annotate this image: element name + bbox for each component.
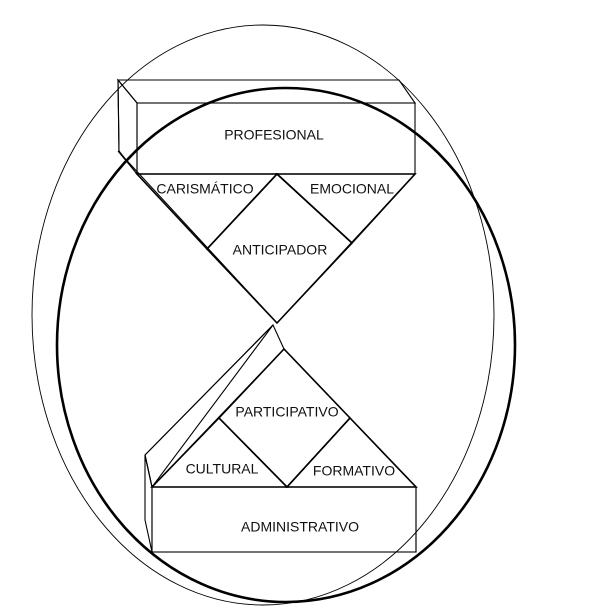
- label-participativo: PARTICIPATIVO: [235, 404, 338, 420]
- label-carismatico: CARISMÁTICO: [156, 181, 253, 197]
- administrativo-block: [144, 454, 417, 553]
- bottom-group: [144, 324, 418, 553]
- outer-thick-ellipse: [55, 86, 517, 604]
- top-inverted-triangle: [117, 150, 417, 324]
- anticipador-diamond: [205, 172, 354, 325]
- top-group: [116, 78, 417, 325]
- label-anticipador: ANTICIPADOR: [233, 242, 328, 258]
- label-formativo: FORMATIVO: [313, 463, 395, 479]
- label-cultural: CULTURAL: [186, 461, 259, 477]
- outer-thin-ellipse: [31, 24, 495, 606]
- label-profesional: PROFESIONAL: [224, 127, 324, 143]
- label-emocional: EMOCIONAL: [310, 181, 394, 197]
- label-administrativo: ADMINISTRATIVO: [241, 519, 359, 535]
